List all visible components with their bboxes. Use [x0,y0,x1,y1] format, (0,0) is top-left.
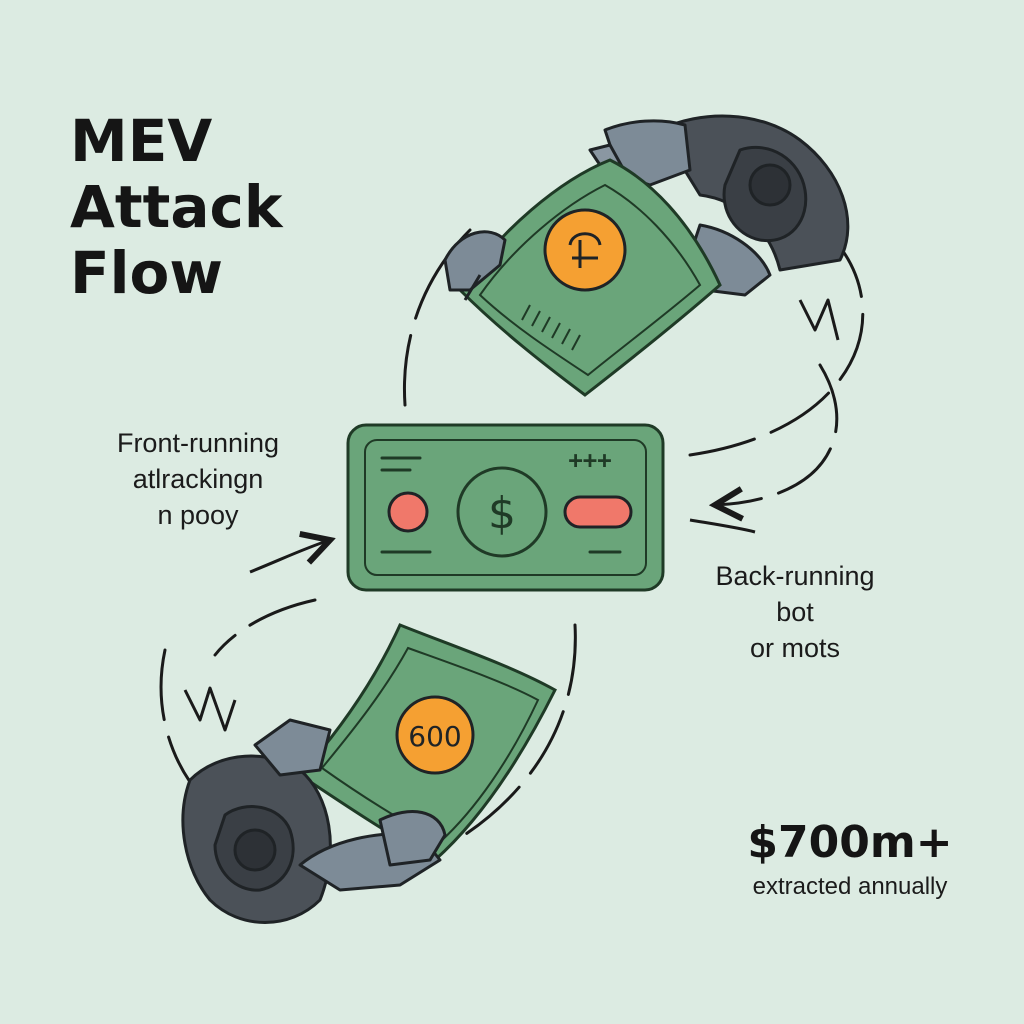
dollar-coin-icon [543,208,627,292]
title-line: Flow [70,239,223,307]
stat-caption: extracted annually [752,873,948,900]
robot-claw-icon [443,230,507,301]
corner-mark: +++ [568,446,611,474]
red-indicator-pill [563,495,633,529]
back-running-label: Back-running bot or mots [690,558,900,666]
extraction-stat: $700m+ extracted annually [720,815,980,903]
stat-value: $700m+ [747,817,953,868]
dollar-symbol: $ [488,488,516,539]
curved-arrow-icon [438,623,577,852]
curved-arrow-icon [249,540,330,574]
robot-claw-icon [378,810,447,867]
zigzag-mark [183,686,237,732]
back-label-line: or mots [749,633,841,663]
banknote-icon [346,423,665,592]
center-banknote: +++ $ [346,423,665,592]
dollar-coin-icon [395,695,475,775]
bottom-coin-text: 600 [408,720,461,753]
bottom-banknote: 600 [297,623,557,862]
curved-arrow-icon [715,363,839,505]
title-line: Attack [70,173,283,241]
robot-arm-icon [181,718,442,924]
back-label-line: bot [776,597,814,627]
front-running-label: Front-running atlrackingn n pooy [88,425,308,533]
page-title: MEV Attack Flow [70,108,282,306]
top-banknote [458,158,722,397]
curved-arrow-icon [402,228,472,407]
front-label-line: n pooy [157,500,239,530]
zigzag-mark [798,298,840,341]
title-line: MEV [70,107,213,175]
back-label-line: Back-running [715,561,875,591]
red-indicator-dot [387,491,429,533]
front-label-line: atlrackingn [132,464,264,494]
curved-arrow-icon [688,233,865,457]
curved-arrow-icon [213,598,317,657]
front-label-line: Front-running [116,428,280,458]
dollar-coin-icon [456,466,548,558]
curved-arrow-icon [689,518,756,534]
